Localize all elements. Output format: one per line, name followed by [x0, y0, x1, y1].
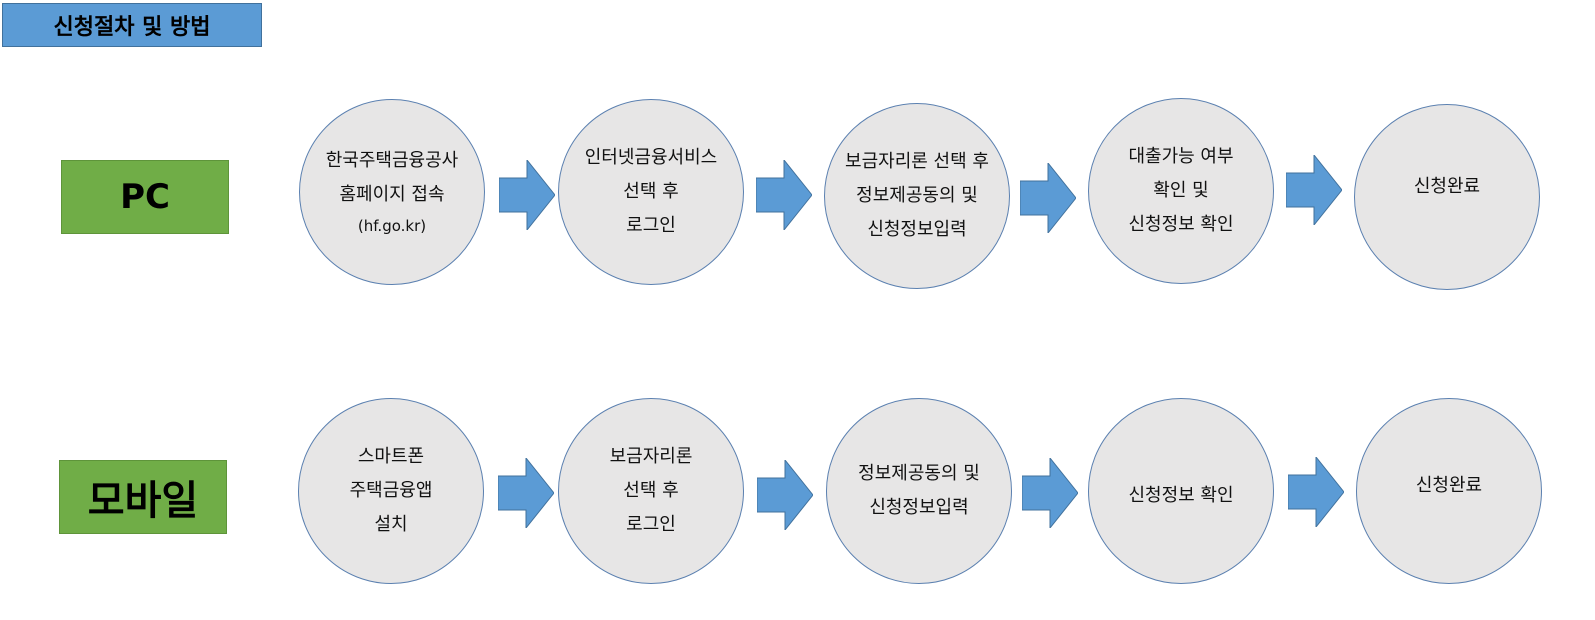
mobile-step-5: 신청완료	[1356, 398, 1542, 584]
page-title: 신청절차 및 방법	[2, 3, 262, 47]
step-text: (hf.go.kr)	[357, 217, 427, 235]
step-text: 신청정보입력	[869, 497, 969, 518]
step-text: 신청완료	[1415, 475, 1483, 496]
step-text: 확인 및	[1153, 180, 1209, 201]
step-text: 인터넷금융서비스	[584, 147, 718, 168]
step-text: 주택금융앱	[349, 480, 433, 501]
arrow-right-icon	[499, 160, 555, 230]
arrow-right-icon	[1288, 457, 1344, 527]
step-text: 대출가능 여부	[1128, 146, 1234, 167]
mobile-step-4: 신청정보 확인	[1088, 398, 1274, 584]
pc-step-1: 한국주택금융공사 홈페이지 접속 (hf.go.kr)	[299, 99, 485, 285]
arrow-right-icon	[756, 160, 812, 230]
arrow-right-icon	[1020, 163, 1076, 233]
arrow-right-icon	[1022, 458, 1078, 528]
step-text: 스마트폰	[357, 446, 425, 467]
step-text: 한국주택금융공사	[325, 150, 459, 171]
mobile-step-1: 스마트폰 주택금융앱 설치	[298, 398, 484, 584]
step-text: 정보제공동의 및	[856, 185, 978, 206]
arrow-right-icon	[1286, 155, 1342, 225]
step-text: 보금자리론 선택 후	[845, 151, 989, 172]
step-text: 로그인	[626, 215, 676, 236]
pc-step-4: 대출가능 여부 확인 및 신청정보 확인	[1088, 98, 1274, 284]
pc-step-5: 신청완료	[1354, 104, 1540, 290]
mobile-step-2: 보금자리론 선택 후 로그인	[558, 398, 744, 584]
step-text: 로그인	[626, 514, 676, 535]
step-text: 신청완료	[1413, 176, 1481, 197]
mobile-row-label: 모바일	[59, 460, 227, 534]
step-text: 홈페이지 접속	[339, 184, 445, 205]
step-text: 설치	[374, 514, 408, 535]
step-text: 정보제공동의 및	[858, 463, 980, 484]
step-text: 신청정보입력	[867, 219, 967, 240]
step-text: 보금자리론	[609, 446, 693, 467]
pc-step-3: 보금자리론 선택 후 정보제공동의 및 신청정보입력	[824, 103, 1010, 289]
pc-row-label: PC	[61, 160, 229, 234]
pc-step-2: 인터넷금융서비스 선택 후 로그인	[558, 99, 744, 285]
step-text: 신청정보 확인	[1128, 214, 1234, 235]
arrow-right-icon	[757, 460, 813, 530]
step-text: 선택 후	[623, 480, 679, 501]
step-text: 신청정보 확인	[1128, 485, 1234, 506]
step-text: 선택 후	[623, 181, 679, 202]
mobile-step-3: 정보제공동의 및 신청정보입력	[826, 398, 1012, 584]
arrow-right-icon	[498, 458, 554, 528]
